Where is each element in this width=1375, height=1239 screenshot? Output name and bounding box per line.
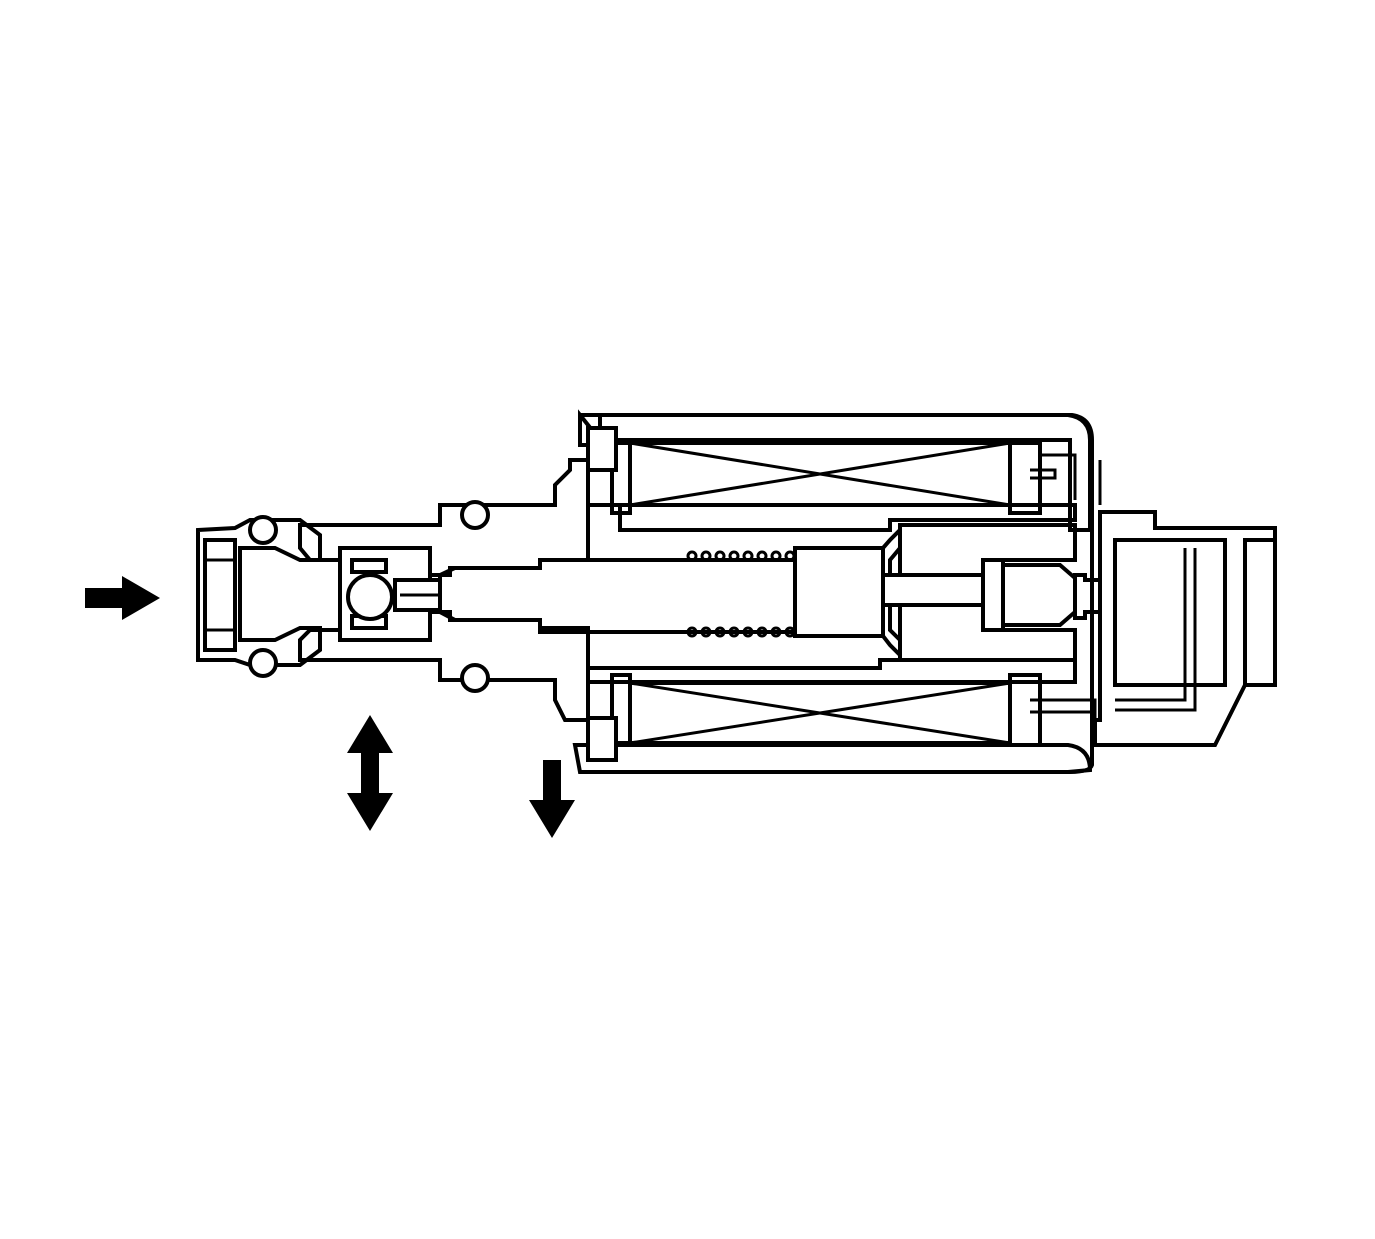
terminal-leads [1030,453,1102,730]
control-flow-arrow [347,715,393,831]
check-ball-valve [338,546,442,642]
armature-stem [438,525,902,660]
inlet-fitting [196,518,322,667]
electrical-connector [1073,510,1277,747]
return-spring [686,550,796,638]
arrow-down-icon [529,760,575,838]
housing-can [572,409,1094,774]
pole-piece [881,523,1077,662]
check-ball [346,573,394,621]
arrow-up-down-icon [347,715,393,831]
arrow-right-icon [85,576,160,620]
o-rings [248,500,490,693]
o-ring [460,500,490,530]
coil-winding-top [586,426,1042,515]
inlet-flow-arrow [85,576,160,620]
o-ring [248,648,278,678]
exhaust-flow-arrow [529,760,575,838]
coil-winding-bottom [586,673,1042,762]
o-ring [248,515,278,545]
o-ring [460,663,490,693]
